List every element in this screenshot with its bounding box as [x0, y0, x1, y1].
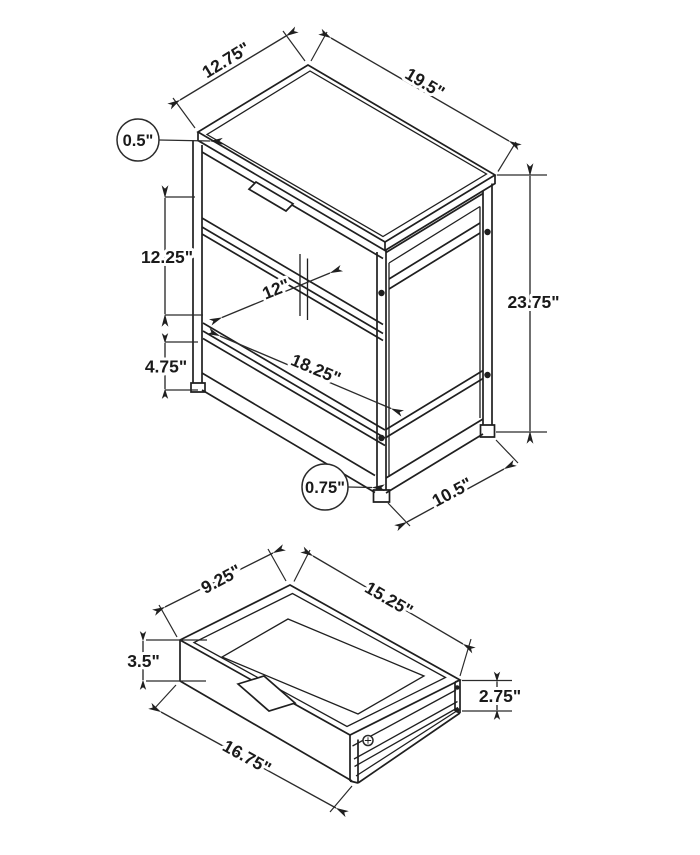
dim-line-base-depth	[394, 459, 517, 532]
table-top-edge-right	[384, 175, 496, 252]
dimension-label-top-thickness: 0.5"	[123, 132, 154, 150]
dimension-label-frame-thickness: 0.75"	[305, 479, 345, 497]
tick-lines	[146, 639, 207, 682]
dim-line-top-width	[318, 28, 522, 151]
screw-detail	[454, 685, 460, 690]
dim-line-shelf-depth	[208, 265, 344, 326]
dimension-label-side-height: 2.75"	[479, 686, 521, 706]
drawer-right-end-cap	[454, 679, 461, 714]
front-rail	[201, 226, 384, 342]
rear-right-leg	[482, 183, 493, 425]
drawer-front-corner-post	[349, 735, 359, 784]
dimension-label-drawer-to-shelf: 12.25"	[141, 247, 193, 267]
drawer-detail-view: 9.25" 15.25" 3.5" 2.75" 16.75"	[124, 544, 524, 818]
screw-detail	[378, 434, 385, 442]
rear-right-foot	[479, 424, 496, 438]
dim-line-top-depth	[167, 26, 299, 110]
dim-line-inner-depth	[152, 544, 286, 616]
tick-lines	[496, 174, 547, 433]
tick-lines	[165, 341, 198, 391]
drawer-slide-rail	[352, 689, 460, 777]
dim-line-inner-width	[300, 546, 476, 654]
dimension-label-front-width: 16.75"	[219, 736, 274, 779]
side-top-rail	[385, 192, 484, 254]
rear-left-leg	[192, 140, 203, 383]
drawer-rim-outer	[178, 584, 462, 736]
dimension-label-shelf-width: 18.25"	[288, 350, 344, 389]
dimension-label-overall-height: 23.75"	[507, 292, 559, 312]
leader-line-top-thickness	[158, 137, 223, 145]
dimension-label-top-width: 19.5"	[402, 64, 449, 103]
side-inner-frame	[388, 205, 481, 477]
middle-shelf-side-edge	[385, 369, 484, 439]
tick-lines	[462, 679, 512, 712]
dimension-label-inner-depth: 9.25"	[198, 560, 245, 598]
screw-detail	[484, 228, 491, 236]
tick-lines	[165, 196, 203, 316]
drawer-handle-cutout	[247, 180, 295, 213]
screw-detail	[378, 289, 385, 297]
dimension-label-front-height: 3.5"	[127, 651, 160, 671]
front-leg	[376, 250, 387, 490]
table-top-edge-left	[197, 132, 386, 252]
leader-line-frame-thickness	[347, 484, 385, 492]
screw-head-cross	[364, 737, 372, 744]
drawer-side-bottom-edge	[357, 712, 461, 784]
dimension-label-inner-width: 15.25"	[361, 577, 416, 620]
dimension-label-base-depth: 10.5"	[429, 473, 476, 511]
dim-line-shelf-width	[206, 327, 405, 417]
drawer-back-rail	[388, 222, 481, 290]
assembled-table-view: 12.75" 19.5" 0.5" 12.25" 4.75" 12" 18.25…	[116, 26, 563, 532]
dimension-label-shelf-to-base: 4.75"	[145, 357, 187, 377]
drawer-floor	[220, 618, 426, 715]
dimension-label-shelf-depth: 12"	[259, 275, 292, 304]
screw-detail	[484, 371, 491, 379]
dim-line-front-width	[148, 702, 349, 818]
screw-detail	[454, 707, 460, 713]
